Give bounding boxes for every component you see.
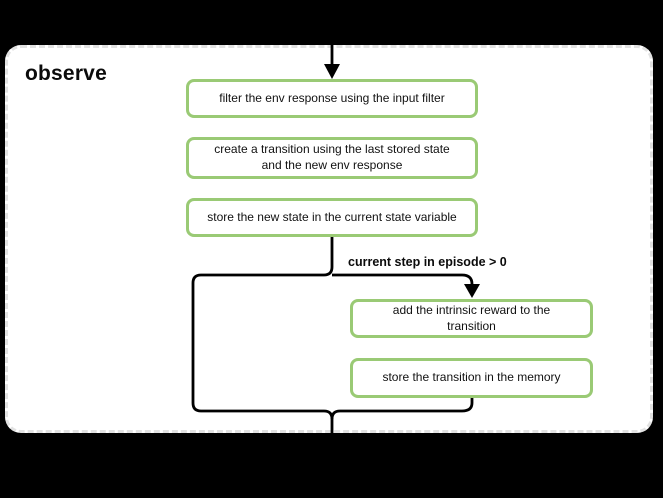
flow-node-label: store the new state in the current state… <box>207 209 457 224</box>
flow-node-label: create a transition using the last store… <box>214 142 450 172</box>
flow-node-label: add the intrinsic reward to the transiti… <box>392 302 551 333</box>
flow-node-add-intrinsic-reward: add the intrinsic reward to the transiti… <box>350 299 593 338</box>
flow-node-store-transition: store the transition in the memory <box>350 358 593 398</box>
flow-node-label: store the transition in the memory <box>382 370 561 385</box>
panel-title: observe <box>25 62 107 85</box>
flow-node-create-transition: create a transition using the last store… <box>186 137 478 179</box>
flow-node-label: filter the env response using the input … <box>219 90 445 105</box>
condition-label: current step in episode > 0 <box>348 255 507 269</box>
flow-node-store-new-state: store the new state in the current state… <box>186 198 478 237</box>
flow-node-filter-env-response: filter the env response using the input … <box>186 79 478 118</box>
